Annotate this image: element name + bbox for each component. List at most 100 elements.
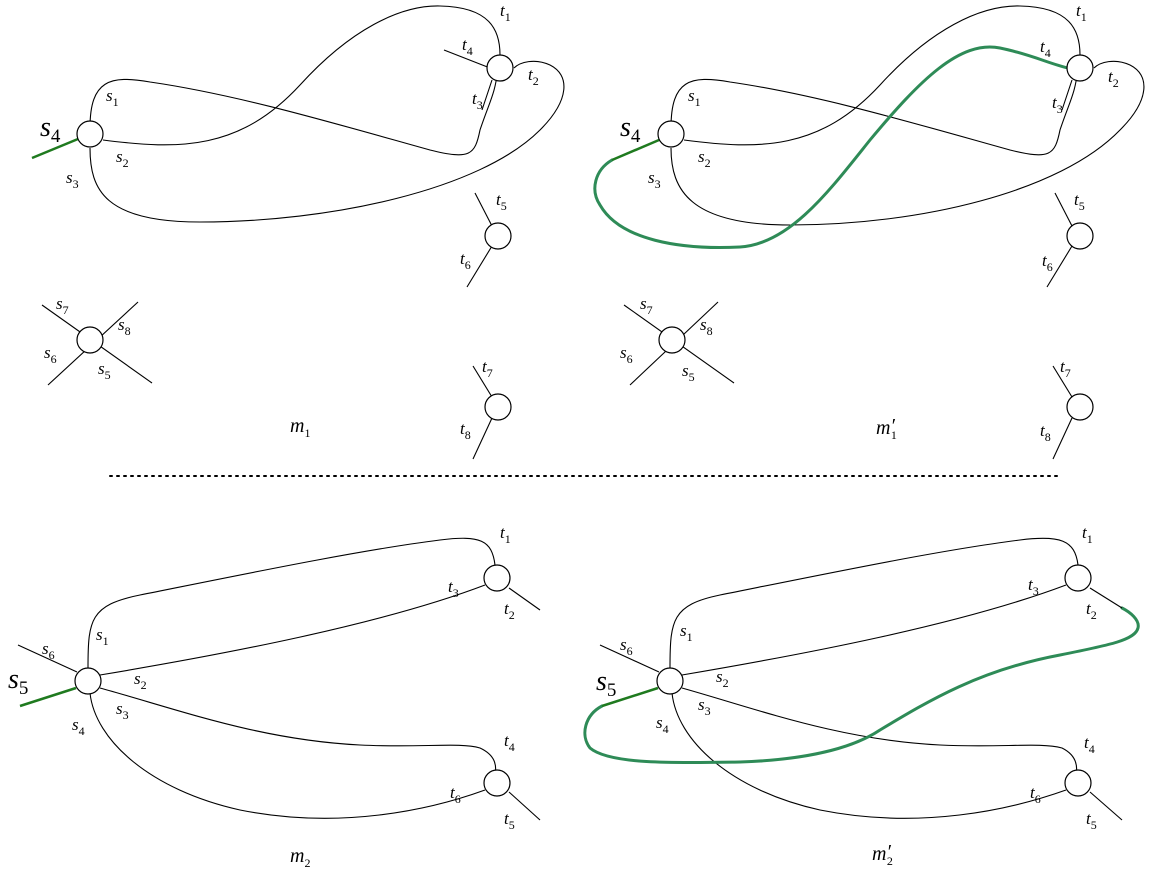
vertex-t1 bbox=[1064, 564, 1092, 592]
edge-s3-t4 bbox=[681, 687, 1078, 776]
edge-s4-t6 bbox=[671, 692, 1067, 819]
vertex-s4 bbox=[76, 120, 104, 148]
label-t8: t8 bbox=[460, 419, 471, 442]
highlight-path bbox=[583, 606, 1140, 765]
edge-s2-t3 bbox=[99, 584, 486, 676]
label-t3: t3 bbox=[472, 89, 483, 112]
vertex-t1 bbox=[486, 54, 514, 82]
edge-t5 bbox=[474, 192, 493, 227]
label-t2: t2 bbox=[504, 599, 515, 622]
label-t2: t2 bbox=[1086, 599, 1097, 622]
panel-m1-prime: s4 s1 s2 s3 t1 t2 t3 t4 t5 t6 s7 s8 s6 s… bbox=[593, 1, 1145, 460]
label-t5: t5 bbox=[504, 809, 515, 832]
vertex-s5 bbox=[656, 667, 684, 695]
vertex-t4 bbox=[1064, 769, 1092, 797]
label-t1: t1 bbox=[1082, 523, 1093, 546]
edge-t2 bbox=[1089, 587, 1123, 609]
label-s2: s2 bbox=[698, 147, 711, 170]
edge-s2-t1 bbox=[102, 5, 501, 146]
vertex-t1 bbox=[483, 564, 511, 592]
label-t2: t2 bbox=[1108, 67, 1119, 90]
label-big-s5: s5 bbox=[8, 664, 28, 699]
label-t4: t4 bbox=[462, 35, 473, 58]
label-s6: s6 bbox=[44, 343, 57, 366]
label-t1: t1 bbox=[500, 523, 511, 546]
panel-label-m1-prime: m′1 bbox=[876, 415, 897, 442]
vertex-s5 bbox=[76, 326, 104, 354]
edge-s1-t1 bbox=[87, 537, 496, 669]
edge-t5 bbox=[1054, 192, 1073, 227]
label-s6: s6 bbox=[620, 635, 633, 658]
edge-t3 bbox=[1061, 79, 1073, 111]
label-t1: t1 bbox=[1076, 1, 1087, 24]
panel-m2-prime: s5 s1 s2 s3 s4 s6 t1 t3 t2 t4 t6 t5 m′2 bbox=[583, 523, 1140, 868]
label-s5: s5 bbox=[98, 359, 111, 382]
label-s6: s6 bbox=[620, 343, 633, 366]
label-s1: s1 bbox=[106, 86, 119, 109]
label-t4: t4 bbox=[1084, 733, 1095, 756]
panel-m2: s5 s1 s2 s3 s4 s6 t1 t3 t2 t4 t6 t5 m2 bbox=[8, 523, 541, 870]
vertex-t4 bbox=[483, 769, 511, 797]
edge-s4-t6 bbox=[89, 692, 486, 819]
label-s3: s3 bbox=[648, 168, 661, 191]
label-t5: t5 bbox=[1086, 809, 1097, 832]
edge-t6 bbox=[466, 245, 493, 288]
panel-label-m2: m2 bbox=[290, 845, 310, 870]
edge-t5 bbox=[1089, 791, 1123, 821]
vertex-t5 bbox=[484, 222, 512, 250]
panel-label-m2-prime: m′2 bbox=[872, 841, 893, 868]
label-s8: s8 bbox=[118, 315, 131, 338]
label-s4: s4 bbox=[656, 713, 669, 736]
label-t6: t6 bbox=[1042, 251, 1053, 274]
label-s2: s2 bbox=[134, 669, 147, 692]
highlight-stub-s5 bbox=[601, 686, 659, 708]
edge-t2 bbox=[508, 587, 541, 611]
label-t4: t4 bbox=[1040, 37, 1051, 60]
label-t3: t3 bbox=[1052, 93, 1063, 116]
label-big-s4: s4 bbox=[40, 112, 61, 147]
label-s3: s3 bbox=[66, 168, 79, 191]
edge-s1-t1 bbox=[670, 67, 1079, 156]
highlight-path bbox=[593, 45, 1070, 249]
label-t7: t7 bbox=[482, 357, 493, 380]
label-s1: s1 bbox=[96, 625, 109, 648]
label-t5: t5 bbox=[496, 190, 507, 213]
label-t6: t6 bbox=[450, 783, 461, 806]
label-t3: t3 bbox=[1028, 575, 1039, 598]
label-s7: s7 bbox=[640, 294, 653, 317]
vertex-s4 bbox=[657, 120, 685, 148]
edge-s2-t3 bbox=[681, 584, 1067, 676]
edge-t7 bbox=[472, 365, 493, 398]
edge-t6 bbox=[1046, 245, 1073, 288]
panel-m1: s4 s1 s2 s3 t1 t2 t3 t4 t5 t6 s7 s8 s6 s… bbox=[31, 1, 565, 460]
highlight-stub-s4 bbox=[31, 137, 79, 160]
edge-s3-t2 bbox=[670, 60, 1145, 226]
edge-s3-t4 bbox=[99, 687, 497, 776]
edge-s6 bbox=[17, 644, 78, 673]
vertex-s5 bbox=[658, 326, 686, 354]
label-t6: t6 bbox=[1030, 783, 1041, 806]
label-big-s5: s5 bbox=[596, 666, 616, 701]
label-s1: s1 bbox=[680, 621, 693, 644]
edge-s3-t2 bbox=[89, 60, 565, 223]
edge-s1-t1 bbox=[669, 537, 1079, 669]
label-t7: t7 bbox=[1060, 357, 1071, 380]
label-t8: t8 bbox=[1040, 421, 1051, 444]
label-big-s4: s4 bbox=[620, 112, 641, 147]
label-s8: s8 bbox=[700, 315, 713, 338]
edge-t7 bbox=[1052, 365, 1073, 398]
vertex-t5 bbox=[1066, 222, 1094, 250]
edge-t3-t4-crossing bbox=[443, 49, 491, 69]
label-t3: t3 bbox=[448, 577, 459, 600]
label-s2: s2 bbox=[116, 147, 129, 170]
vertex-t7 bbox=[484, 393, 512, 421]
vertex-s5 bbox=[74, 667, 102, 695]
label-t1: t1 bbox=[500, 1, 511, 24]
highlight-stub-s4 bbox=[611, 138, 660, 162]
edge-s2-t1 bbox=[683, 5, 1081, 146]
label-s6: s6 bbox=[42, 639, 55, 662]
label-t2: t2 bbox=[528, 65, 539, 88]
edge-t3 bbox=[481, 79, 493, 111]
label-s3: s3 bbox=[698, 695, 711, 718]
